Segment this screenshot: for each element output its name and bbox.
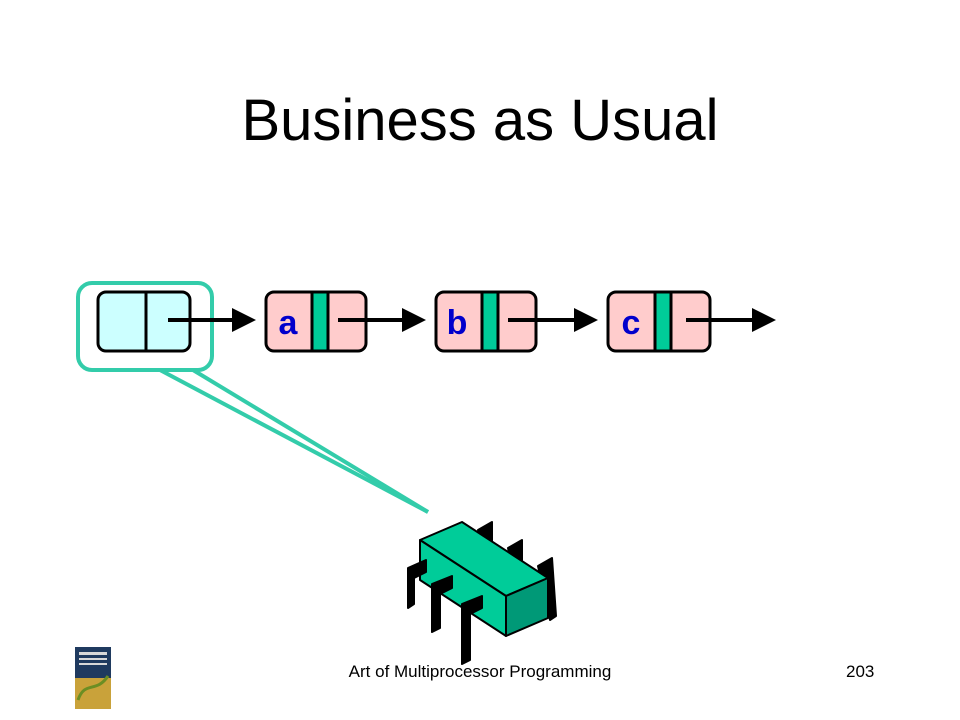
callout-line-lower bbox=[191, 368, 430, 514]
highlight-frame bbox=[76, 281, 214, 372]
callout-line-upper bbox=[159, 368, 429, 514]
node-a-label: a bbox=[279, 304, 299, 342]
book-cover-icon bbox=[75, 647, 111, 709]
footer-text: Art of Multiprocessor Programming bbox=[348, 662, 612, 681]
slide-number: 203 bbox=[846, 662, 875, 681]
slide-title: Business as Usual bbox=[241, 88, 719, 153]
chip-icon bbox=[407, 521, 557, 665]
node-a-divider bbox=[310, 290, 330, 353]
node-b-label: b bbox=[447, 304, 468, 342]
list-node-c: c bbox=[606, 290, 712, 353]
node-c-divider bbox=[653, 290, 673, 353]
node-b-divider bbox=[480, 290, 500, 353]
node-c-label: c bbox=[622, 304, 641, 342]
head-highlight bbox=[76, 281, 430, 514]
